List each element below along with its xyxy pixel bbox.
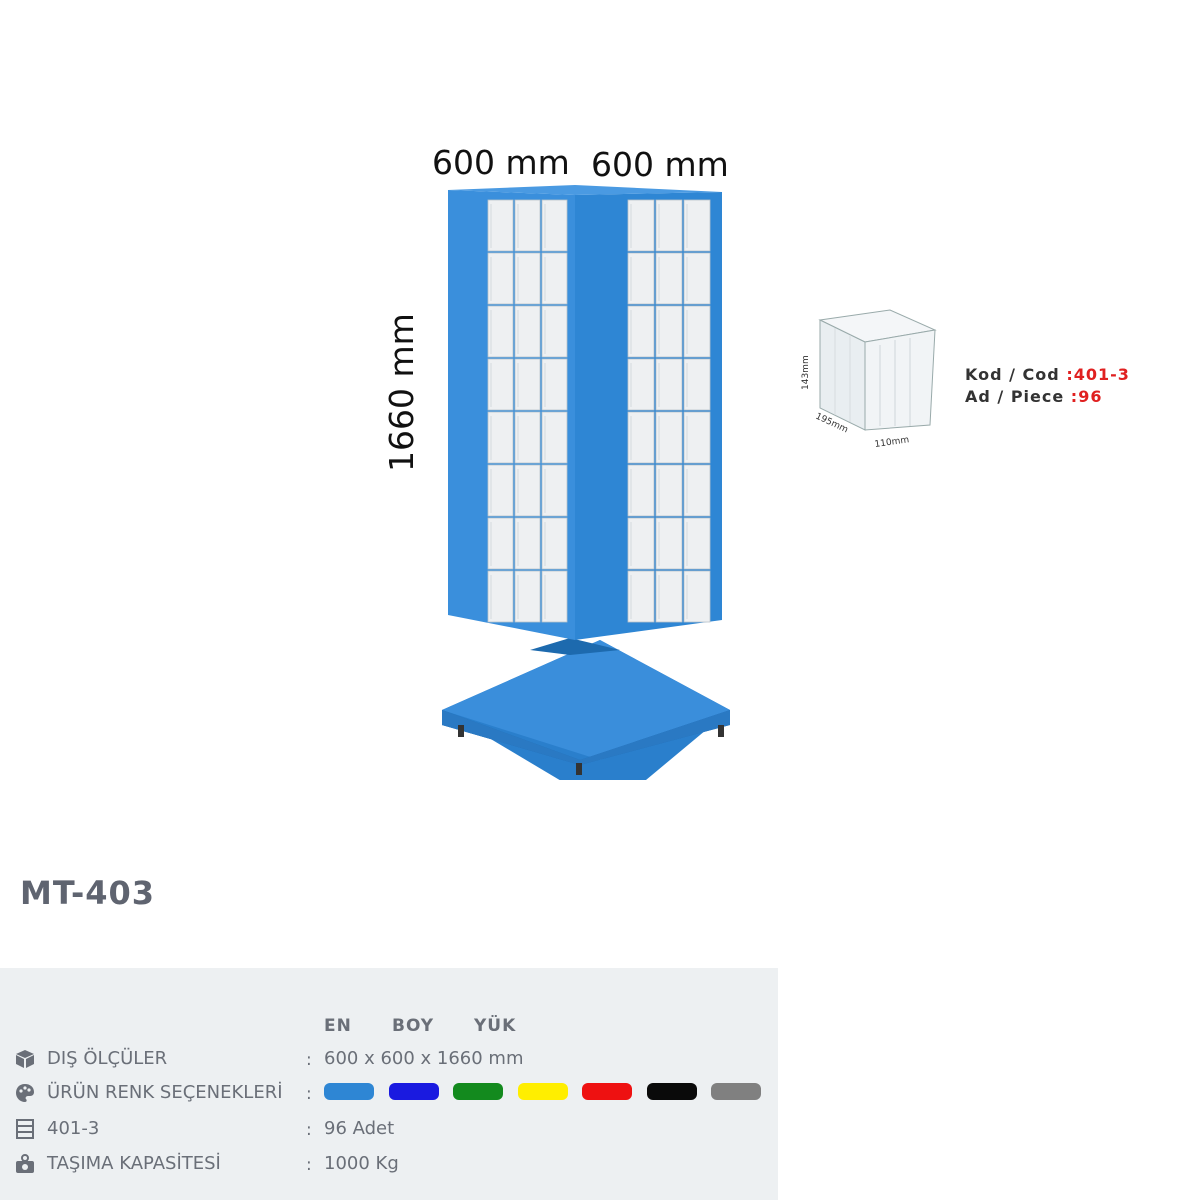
color-swatch[interactable] — [453, 1083, 503, 1100]
spec-value: 1000 Kg — [324, 1153, 399, 1174]
column-header-yuk: YÜK — [474, 1016, 517, 1036]
bin-width-label: 110mm — [874, 435, 910, 450]
shelf-icon — [16, 1119, 34, 1139]
bin-height-label: 143mm — [801, 355, 811, 390]
spec-label: ÜRÜN RENK SEÇENEKLERİ — [47, 1082, 283, 1103]
product-title: MT-403 — [20, 874, 156, 912]
color-swatch[interactable] — [646, 1083, 697, 1100]
spec-value: 600 x 600 x 1660 mm — [324, 1048, 524, 1069]
storage-bin-image: 143mm 195mm 110mm — [801, 309, 937, 450]
bin-piece-line: Ad / Piece :96 — [965, 387, 1102, 406]
spec-label: TAŞIMA KAPASİTESİ — [47, 1153, 221, 1174]
height-dimension: 1660 mm — [382, 313, 421, 472]
column-header-boy: BOY — [392, 1016, 435, 1036]
color-swatch[interactable] — [711, 1083, 761, 1100]
spec-colon: : — [306, 1155, 312, 1175]
color-swatch[interactable] — [324, 1083, 374, 1100]
spec-colon: : — [306, 1120, 312, 1140]
color-swatch[interactable] — [388, 1083, 439, 1100]
rotating-cabinet-image — [442, 185, 730, 780]
spec-label: 401-3 — [47, 1118, 100, 1139]
spec-colon: : — [306, 1050, 312, 1070]
spec-colon: : — [306, 1084, 312, 1104]
weight-icon — [16, 1154, 34, 1173]
width-dimension-right: 600 mm — [591, 145, 729, 184]
color-swatch[interactable] — [582, 1083, 632, 1100]
bin-code-value: :401-3 — [1066, 365, 1130, 384]
spec-row-color-options: ÜRÜN RENK SEÇENEKLERİ : — [0, 1080, 778, 1110]
width-dimension-left: 600 mm — [432, 143, 570, 182]
bin-piece-value: :96 — [1070, 387, 1103, 406]
column-header-en: EN — [324, 1016, 352, 1036]
box-icon — [16, 1050, 34, 1068]
spec-row-bin-count: 401-3 : 96 Adet — [0, 1116, 778, 1146]
palette-icon — [16, 1084, 34, 1102]
bin-code-line: Kod / Cod :401-3 — [965, 365, 1130, 384]
spec-value: 96 Adet — [324, 1118, 395, 1139]
spec-label: DIŞ ÖLÇÜLER — [47, 1048, 168, 1069]
bin-code-label: Kod / Cod — [965, 365, 1060, 384]
bin-piece-label: Ad / Piece — [965, 387, 1065, 406]
spec-row-load-capacity: TAŞIMA KAPASİTESİ : 1000 Kg — [0, 1151, 778, 1181]
spec-row-outer-dimensions: DIŞ ÖLÇÜLER : 600 x 600 x 1660 mm — [0, 1046, 778, 1076]
color-swatch[interactable] — [517, 1083, 568, 1100]
